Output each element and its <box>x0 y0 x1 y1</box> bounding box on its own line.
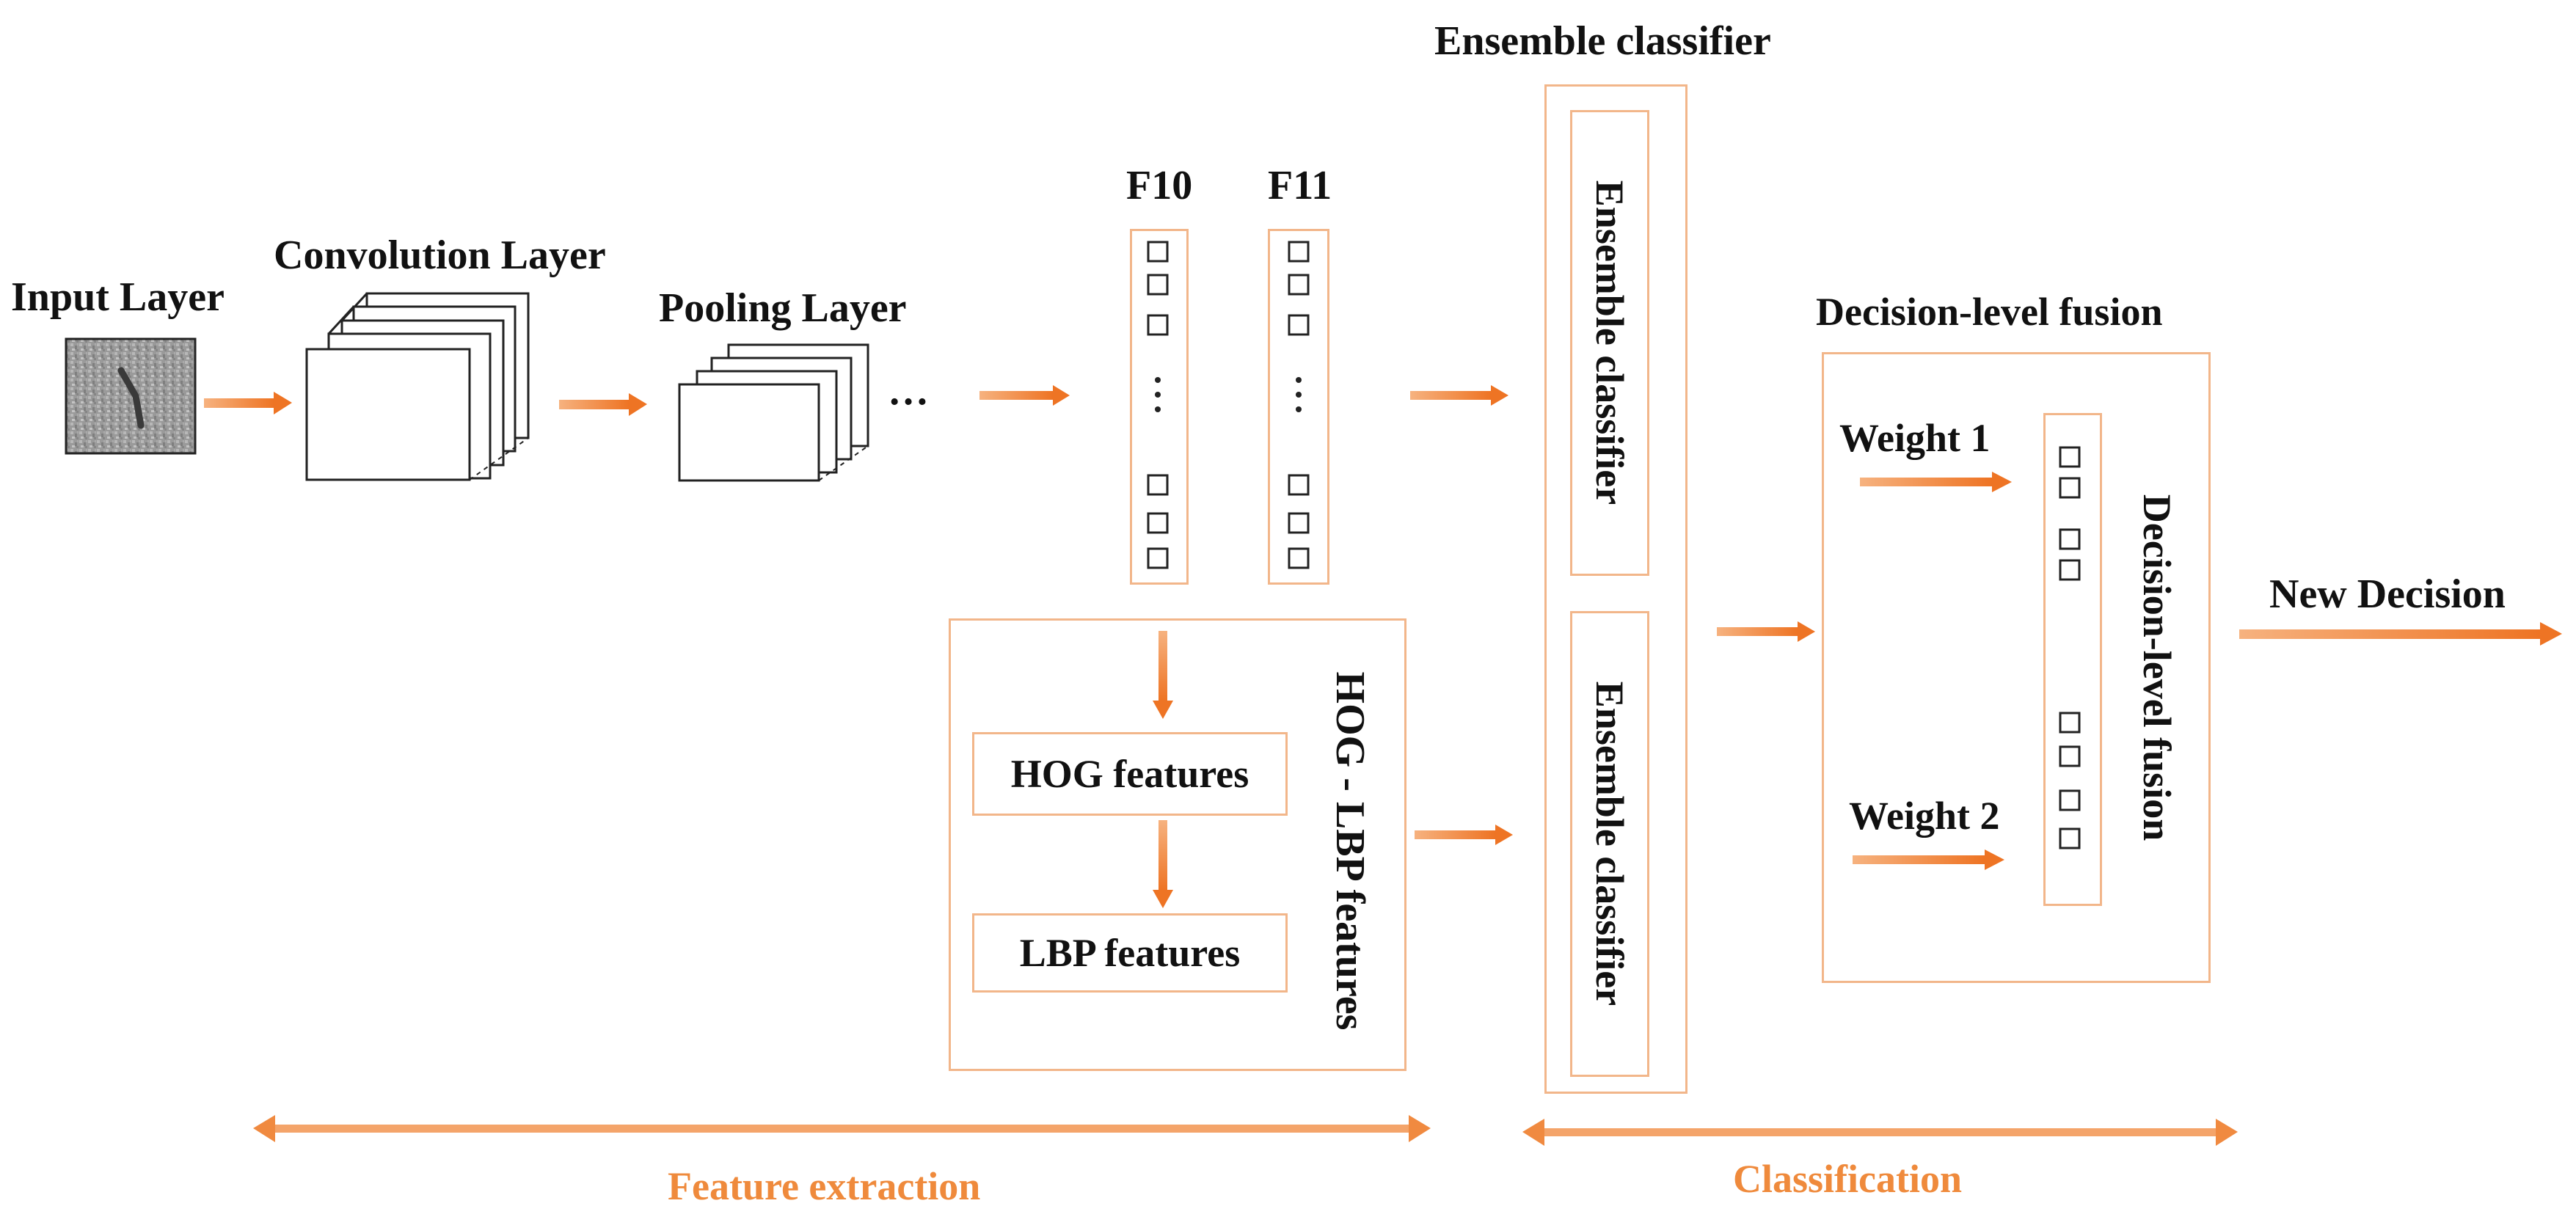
ensemble-classifier-top-box <box>1570 110 1649 576</box>
classification-span-arrow <box>1522 1119 2238 1146</box>
pooling-layer-stack <box>678 343 869 482</box>
ensemble-classifier-title: Ensemble classifier <box>1434 18 1771 64</box>
arrow-hog-to-lbp <box>1153 820 1173 908</box>
ensemble-classifier-top-label: Ensemble classifier <box>1588 180 1632 505</box>
decision-fusion-vertical-label: Decision-level fusion <box>2135 494 2179 841</box>
arrow-ensemble-to-fusion <box>1717 621 1815 642</box>
hog-lbp-features-box <box>949 618 1406 1071</box>
decision-fusion-inner-box <box>2043 413 2102 906</box>
arrow-f11-to-ensemble-top <box>1410 385 1508 406</box>
decision-fusion-title: Decision-level fusion <box>1816 290 2163 334</box>
pooling-layer-label: Pooling Layer <box>659 285 907 331</box>
f10-column-box <box>1130 229 1189 585</box>
f10-label: F10 <box>1126 163 1193 208</box>
ensemble-classifier-bottom-label: Ensemble classifier <box>1588 681 1632 1006</box>
f11-column-box <box>1268 229 1329 585</box>
hog-features-label: HOG features <box>1010 752 1249 796</box>
arrow-input-to-conv <box>204 392 292 414</box>
feature-extraction-label: Feature extraction <box>668 1164 981 1208</box>
arrow-hoglbp-to-ensemble-bottom <box>1415 825 1513 845</box>
fusion-neurons <box>2059 446 2081 849</box>
hog-lbp-features-label: HOG - LBP features <box>1327 671 1373 1031</box>
ensemble-classifier-outer-box <box>1544 84 1687 1094</box>
flow-arrows <box>204 385 2562 908</box>
feature-extraction-span-arrow <box>253 1115 1431 1142</box>
vertical-ellipsis <box>1155 377 1302 412</box>
decision-fusion-outer-box <box>1822 352 2211 983</box>
f10-neurons <box>1147 241 1169 569</box>
convolution-layer-stack <box>305 292 530 481</box>
lbp-features-box: LBP features <box>972 913 1288 993</box>
f11-label: F11 <box>1268 163 1332 208</box>
input-image <box>65 337 197 455</box>
classification-label: Classification <box>1733 1157 1963 1201</box>
arrow-weight2 <box>1853 849 2004 870</box>
new-decision-label: New Decision <box>2269 571 2506 617</box>
arrow-pool-to-f10 <box>979 385 1070 406</box>
ellipsis-label: … <box>888 368 929 414</box>
arrow-new-decision <box>2239 622 2562 646</box>
input-layer-label: Input Layer <box>11 274 225 320</box>
weight-2-label: Weight 2 <box>1849 794 2000 838</box>
arrow-conv-to-pool <box>559 393 647 416</box>
arrow-f10-to-hog <box>1153 631 1173 719</box>
weight-1-label: Weight 1 <box>1839 416 1991 460</box>
f11-neurons <box>1288 241 1310 569</box>
convolution-layer-label: Convolution Layer <box>274 233 606 278</box>
arrow-weight1 <box>1860 472 2012 492</box>
ensemble-classifier-bottom-box <box>1570 611 1649 1077</box>
hog-features-box: HOG features <box>972 732 1288 816</box>
lbp-features-label: LBP features <box>1019 931 1241 975</box>
